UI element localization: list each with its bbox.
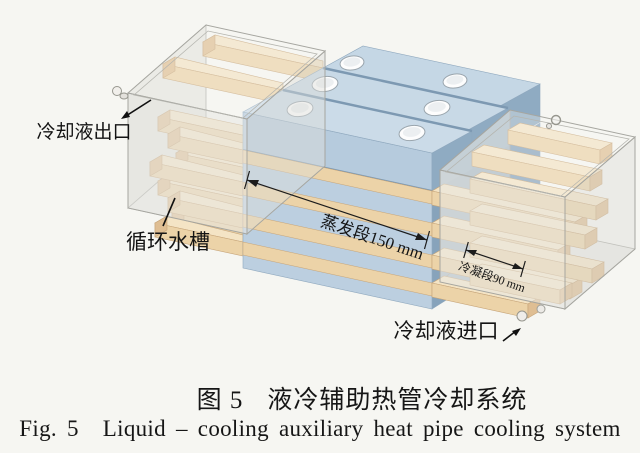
caption-english: Fig. 5 Liquid – cooling auxiliary heat pi… [0, 416, 640, 442]
right-tank [438, 109, 637, 311]
coolant-outlet-label: 冷却液出口 [36, 121, 131, 143]
water-tank-label: 循环水槽 [126, 230, 210, 254]
coolant-outlet-arrow [121, 99, 152, 119]
coolant-inlet-arrow [502, 328, 521, 342]
caption-en-number: Fig. 5 [19, 416, 79, 441]
caption-en-title: Liquid – cooling auxiliary heat pipe coo… [102, 416, 621, 441]
water-tank-leader [162, 197, 176, 227]
left-tank [126, 24, 327, 236]
evaporation-dimension [243, 170, 431, 250]
coolant-inlet-label: 冷却液进口 [394, 319, 499, 343]
coolant-outlet-nozzle [112, 86, 129, 100]
condensation-dimension [463, 241, 526, 278]
block-top-holes [286, 55, 468, 142]
caption-cn-number: 图 5 [196, 387, 244, 414]
caption-chinese: 图 5 液冷辅助热管冷却系统 [0, 380, 640, 416]
coolant-inlet-nozzle [516, 114, 562, 322]
caption-cn-title: 液冷辅助热管冷却系统 [267, 387, 528, 414]
